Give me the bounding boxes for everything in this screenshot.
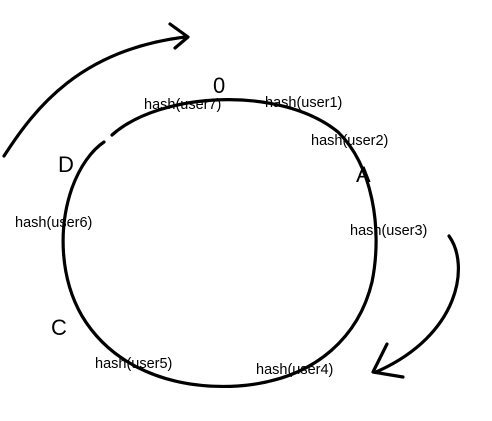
key-label-user1: hash(user1) bbox=[265, 95, 343, 111]
node-label-a: A bbox=[356, 162, 371, 187]
rotation-arrow-right bbox=[374, 234, 460, 374]
rotation-arrow-right-head bbox=[371, 342, 405, 379]
ring-origin-label: 0 bbox=[213, 73, 226, 98]
key-label-user5: hash(user5) bbox=[95, 356, 173, 372]
key-label-user4: hash(user4) bbox=[256, 362, 334, 378]
node-label-d: D bbox=[58, 152, 74, 177]
key-label-user3: hash(user3) bbox=[350, 223, 428, 239]
rotation-arrow-top-left bbox=[2, 35, 187, 158]
key-label-user7: hash(user7) bbox=[144, 97, 222, 113]
rotation-arrow-top-left-head bbox=[168, 22, 190, 50]
node-label-c: C bbox=[51, 315, 67, 340]
key-label-user2: hash(user2) bbox=[311, 133, 389, 149]
hash-ring-circle bbox=[61, 98, 378, 389]
key-label-user6: hash(user6) bbox=[15, 215, 93, 231]
